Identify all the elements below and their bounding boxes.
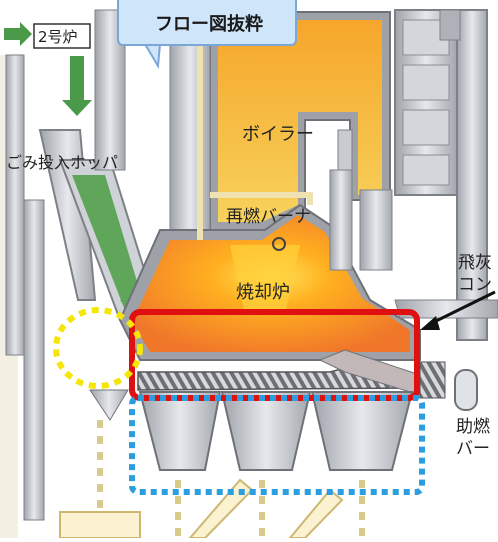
boiler-rack-right: [394, 9, 488, 341]
incinerator-label: 焼却炉: [236, 282, 290, 303]
flyash-label-line1: 飛灰: [458, 253, 492, 273]
aux-burner-label-line2: バー: [456, 439, 490, 459]
furnace-body: [118, 203, 421, 361]
aux-burner-label-line1: 助燃: [456, 417, 490, 437]
feeder-highlight-circle: [53, 307, 143, 389]
hopper-highlight-box: [129, 395, 425, 495]
boiler-label: ボイラー: [242, 124, 314, 145]
reburn-burner-label: 再燃バーナ: [226, 207, 311, 227]
hopper-label: ごみ投入ホッパ: [6, 153, 118, 172]
flow-diagram-excerpt-callout: フロー図抜粋: [117, 0, 297, 46]
green-flow-arrows: [4, 22, 92, 116]
furnace2-label-box: [33, 23, 91, 49]
boiler-body: [209, 11, 391, 241]
air-supply-arrows: [59, 478, 344, 539]
ash-hoppers: [89, 369, 478, 471]
flyash-label-line2: コン: [458, 275, 492, 295]
pointer-arrow: [420, 290, 496, 330]
grate: [137, 349, 446, 399]
flow-lines: [197, 20, 313, 240]
furnace2-label: 2号炉: [38, 28, 78, 46]
callout-title: フロー図抜粋: [155, 14, 263, 35]
